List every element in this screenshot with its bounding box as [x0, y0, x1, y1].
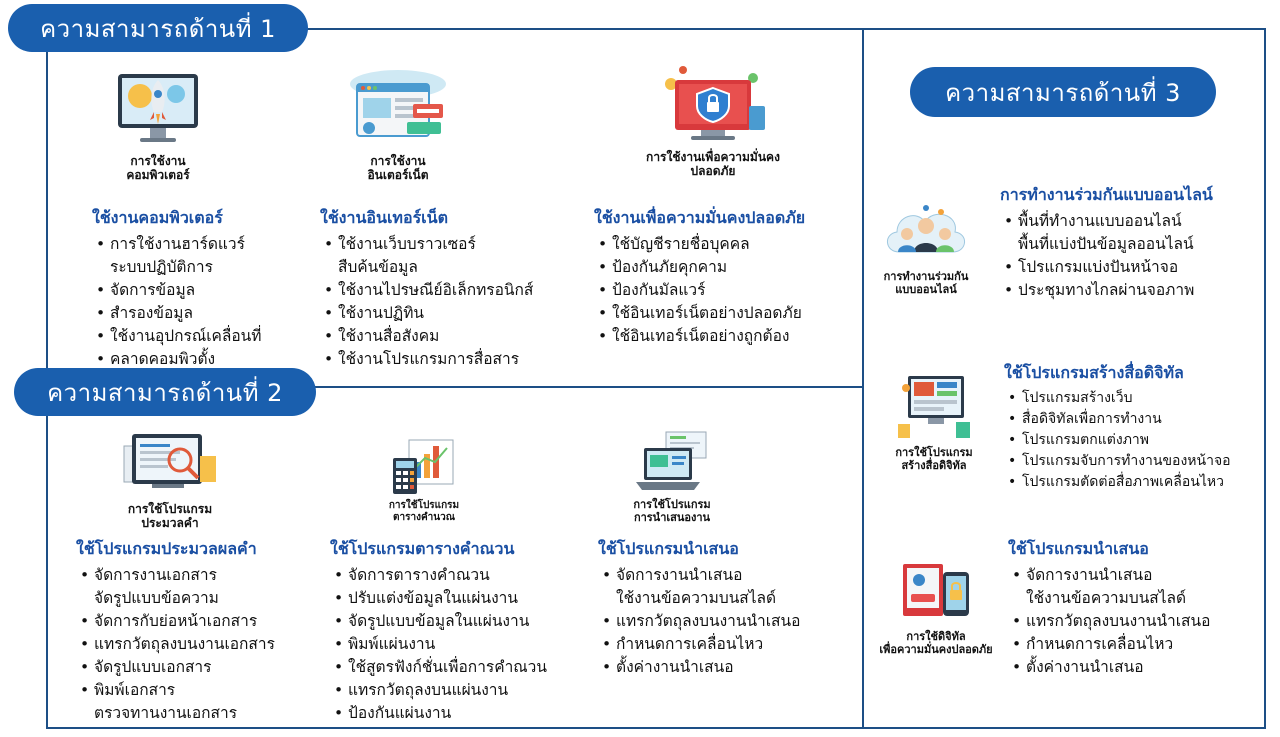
section-computer: ใช้งานคอมพิวเตอร์ การใช้งานฮาร์ดแวร์ระบบ…	[92, 206, 261, 371]
list-item: ใช้งานโปรแกรมการสื่อสาร	[320, 348, 533, 371]
list-item: แทรกวัตถุลงบนงานนำเสนอ	[598, 610, 800, 633]
list-item: โปรแกรมตกแต่งภาพ	[1004, 430, 1231, 451]
list-item: ใช้งานปฏิทิน	[320, 302, 533, 325]
list-item: ปรับแต่งข้อมูลในแผ่นงาน	[330, 587, 547, 610]
list-item: ใช้อินเทอร์เน็ตอย่างปลอดภัย	[594, 302, 805, 325]
security-tile: การใช้งานเพื่อความมั่นคง ปลอดภัย	[618, 62, 808, 178]
list-item: ใช้อินเทอร์เน็ตอย่างถูกต้อง	[594, 325, 805, 348]
list-item: จัดการกับย่อหน้าเอกสาร	[76, 610, 275, 633]
list-item: ประชุมทางไกลผ่านจอภาพ	[1000, 279, 1213, 302]
shield-lock-icon	[665, 66, 765, 140]
section-computer-title: ใช้งานคอมพิวเตอร์	[92, 208, 223, 227]
list-item: แทรกวัตถุลงบนงานนำเสนอ	[1008, 610, 1210, 633]
list-item: ใช้งานไปรษณีย์อิเล็กทรอนิกส์	[320, 279, 533, 302]
section-digsec-title: ใช้โปรแกรมนำเสนอ	[1008, 539, 1149, 558]
section-collab-title: การทำงานร่วมกันแบบออนไลน์	[1000, 185, 1213, 204]
list-item: สำรองข้อมูล	[92, 302, 261, 325]
section-presentation-title: ใช้โปรแกรมนำเสนอ	[598, 539, 739, 558]
browser-window-icon	[350, 70, 446, 137]
collab-tile: การทำงานร่วมกัน แบบออนไลน์	[874, 196, 978, 296]
header-3-text: ความสามารถด้านที่ 3	[945, 78, 1181, 107]
list-item: พื้นที่ทำงานแบบออนไลน์พื้นที่แบ่งปันข้อม…	[1000, 210, 1213, 256]
list-item: จัดรูปแบบเอกสาร	[76, 656, 275, 679]
list-item: ใช้สูตรฟังก์ชั่นเพื่อการคำณวน	[330, 656, 547, 679]
phone-lock-icon	[903, 564, 969, 616]
section-wordproc: ใช้โปรแกรมประมวลผลคำ จัดการงานเอกสารจัดร…	[76, 537, 275, 725]
list-item: ใช้งานสื่อสังคม	[320, 325, 533, 348]
document-magnifier-icon	[123, 434, 216, 488]
wordproc-caption: การใช้โปรแกรม ประมวลคำ	[127, 502, 213, 530]
list-item: คลาดคอมพิวตั้ง	[92, 348, 261, 371]
digsec-tile: การใช้ดิจิทัล เพื่อความมั่นคงปลอดภัย	[874, 554, 998, 656]
section-spreadsheet: ใช้โปรแกรมตารางคำณวน จัดการตารางคำณวน ปร…	[330, 537, 547, 725]
panel-3-frame	[862, 28, 1266, 729]
section-internet-title: ใช้งานอินเทอร์เน็ต	[320, 208, 448, 227]
digsec-caption: การใช้ดิจิทัล เพื่อความมั่นคงปลอดภัย	[879, 630, 993, 656]
list-item: ตั้งค่างานนำเสนอ	[598, 656, 800, 679]
computer-caption: การใช้งาน คอมพิวเตอร์	[126, 154, 190, 182]
list-item: ใช้งานเว็บบราวเซอร์สืบค้นข้อมูล	[320, 233, 533, 279]
section-wordproc-title: ใช้โปรแกรมประมวลผลคำ	[76, 539, 257, 558]
computer-rocket-icon	[118, 74, 198, 142]
calculator-chart-icon	[393, 439, 454, 494]
header-1-text: ความสามารถด้านที่ 1	[40, 14, 276, 43]
presentation-tile: การใช้โปรแกรม การนำเสนองาน	[612, 430, 732, 524]
list-item: ใช้งานอุปกรณ์เคลื่อนที่	[92, 325, 261, 348]
wordproc-tile: การใช้โปรแกรม ประมวลคำ	[110, 426, 230, 530]
list-item: ป้องกันมัลแวร์	[594, 279, 805, 302]
media-caption: การใช้โปรแกรม สร้างสื่อดิจิทัล	[895, 446, 973, 472]
media-tile: การใช้โปรแกรม สร้างสื่อดิจิทัล	[886, 372, 982, 472]
section-presentation: ใช้โปรแกรมนำเสนอ จัดการงานนำเสนอใช้งานข้…	[598, 537, 800, 679]
list-item: ใช้บัญชีรายชื่อบุคคล	[594, 233, 805, 256]
collab-caption: การทำงานร่วมกัน แบบออนไลน์	[883, 270, 969, 296]
section-spreadsheet-title: ใช้โปรแกรมตารางคำณวน	[330, 539, 515, 558]
list-item: จัดรูปแบบข้อมูลในแผ่นงาน	[330, 610, 547, 633]
list-item: ป้องกันภัยคุกคาม	[594, 256, 805, 279]
header-pill-2: ความสามารถด้านที่ 2	[14, 368, 316, 416]
list-item: จัดการข้อมูล	[92, 279, 261, 302]
header-pill-3: ความสามารถด้านที่ 3	[910, 67, 1216, 117]
spreadsheet-caption: การใช้โปรแกรม ตารางคำนวณ	[388, 500, 460, 523]
section-collab: การทำงานร่วมกันแบบออนไลน์ พื้นที่ทำงานแบ…	[1000, 183, 1213, 302]
laptop-slides-icon	[636, 431, 707, 490]
list-item: กำหนดการเคลื่อนไหว	[598, 633, 800, 656]
internet-tile: การใช้งาน อินเตอร์เน็ต	[338, 62, 458, 182]
security-caption: การใช้งานเพื่อความมั่นคง ปลอดภัย	[646, 150, 780, 178]
list-item: แทรกวัตถุลงบนแผ่นงาน	[330, 679, 547, 702]
list-item: พิมพ์แผ่นงาน	[330, 633, 547, 656]
list-item: จัดการตารางคำณวน	[330, 564, 547, 587]
section-media-title: ใช้โปรแกรมสร้างสื่อดิจิทัล	[1004, 363, 1184, 382]
header-2-text: ความสามารถด้านที่ 2	[47, 378, 283, 407]
list-item: ตั้งค่างานนำเสนอ	[1008, 656, 1210, 679]
list-item: โปรแกรมแบ่งปันหน้าจอ	[1000, 256, 1213, 279]
header-pill-1: ความสามารถด้านที่ 1	[8, 4, 308, 52]
list-item: โปรแกรมจับการทำงานของหน้าจอ	[1004, 451, 1231, 472]
list-item: กำหนดการเคลื่อนไหว	[1008, 633, 1210, 656]
spreadsheet-tile: การใช้โปรแกรม ตารางคำนวณ	[364, 436, 484, 524]
section-media: ใช้โปรแกรมสร้างสื่อดิจิทัล โปรแกรมสร้างเ…	[1004, 361, 1231, 493]
list-item: โปรแกรมตัดต่อสื่อภาพเคลื่อนไหว	[1004, 472, 1231, 493]
list-item: สื่อดิจิทัลเพื่อการทำงาน	[1004, 409, 1231, 430]
computer-tile: การใช้งาน คอมพิวเตอร์	[98, 66, 218, 182]
monitor-media-icon	[898, 376, 970, 438]
list-item: แทรกวัตถุลงบนงานเอกสาร	[76, 633, 275, 656]
section-digsec: ใช้โปรแกรมนำเสนอ จัดการงานนำเสนอใช้งานข้…	[1008, 537, 1210, 679]
presentation-caption: การใช้โปรแกรม การนำเสนองาน	[633, 498, 711, 524]
section-security: ใช้งานเพื่อความมั่นคงปลอดภัย ใช้บัญชีราย…	[594, 206, 805, 348]
section-security-title: ใช้งานเพื่อความมั่นคงปลอดภัย	[594, 208, 806, 227]
section-internet: ใช้งานอินเทอร์เน็ต ใช้งานเว็บบราวเซอร์สื…	[320, 206, 533, 371]
list-item: การใช้งานฮาร์ดแวร์ระบบปฏิบัติการ	[92, 233, 261, 279]
cloud-team-icon	[887, 205, 965, 253]
list-item: โปรแกรมสร้างเว็บ	[1004, 388, 1231, 409]
internet-caption: การใช้งาน อินเตอร์เน็ต	[367, 154, 429, 182]
list-item: ป้องกันแผ่นงาน	[330, 702, 547, 725]
